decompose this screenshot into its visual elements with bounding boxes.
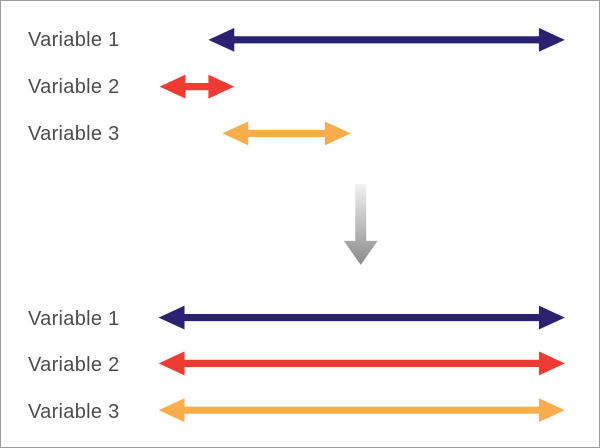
after-arrow-variable-2	[158, 351, 565, 376]
before-arrow-variable-1	[208, 27, 565, 52]
after-variable-2-label: Variable 2	[28, 354, 120, 376]
before-variable-2-label: Variable 2	[28, 76, 120, 98]
before-arrow-variable-2	[159, 74, 235, 99]
after-arrow-variable-1	[158, 305, 565, 330]
after-variable-3-label: Variable 3	[28, 401, 120, 423]
before-variable-1-label: Variable 1	[28, 29, 120, 51]
before-variable-3-label: Variable 3	[28, 123, 120, 145]
after-variable-1-label: Variable 1	[28, 308, 120, 330]
before-arrow-variable-3	[222, 121, 351, 146]
transform-down-arrow	[343, 184, 378, 265]
after-arrow-variable-3	[158, 398, 565, 423]
